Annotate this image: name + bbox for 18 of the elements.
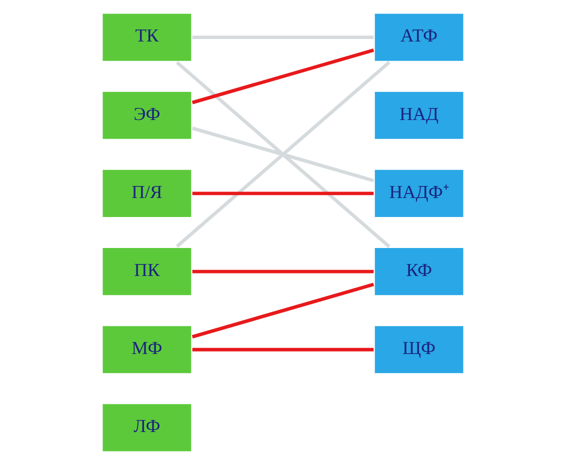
node-box: ПК bbox=[100, 246, 194, 298]
node-box: АТФ bbox=[372, 11, 466, 64]
node-box: НАДФ⁺ bbox=[372, 168, 466, 220]
node-box: ЭФ bbox=[100, 90, 194, 142]
connector bbox=[192, 36, 374, 40]
node-box: ТК bbox=[100, 11, 194, 64]
node-box: П/Я bbox=[100, 168, 194, 220]
connector bbox=[192, 348, 374, 352]
connector bbox=[192, 270, 374, 274]
connector bbox=[192, 192, 374, 196]
connector bbox=[192, 48, 374, 104]
node-box: КФ bbox=[372, 246, 466, 298]
connector bbox=[192, 282, 374, 338]
connector bbox=[192, 126, 374, 182]
node-box: МФ bbox=[100, 324, 194, 376]
node-box: ЛФ bbox=[100, 402, 194, 454]
node-box: ЩФ bbox=[372, 324, 466, 376]
node-box: НАД bbox=[372, 90, 466, 142]
